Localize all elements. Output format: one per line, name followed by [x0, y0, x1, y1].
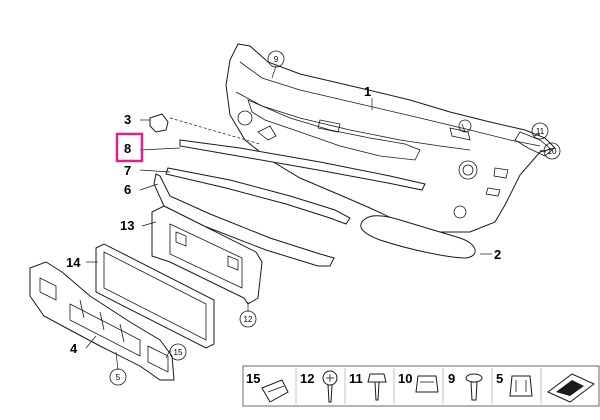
label-14: 14: [66, 255, 81, 270]
moulding-strip[interactable]: [179, 139, 426, 191]
callout-10: 10: [543, 142, 561, 160]
cable-clip-icon[interactable]: [261, 379, 289, 403]
svg-text:15: 15: [174, 348, 183, 357]
label-4: 4: [70, 341, 78, 356]
licence-plate-base[interactable]: [151, 205, 263, 305]
clip-nut-icon[interactable]: [415, 375, 439, 393]
hardware-label-15: 15: [246, 371, 260, 386]
svg-text:10: 10: [548, 147, 557, 156]
tow-hook-cover[interactable]: [149, 113, 169, 133]
hardware-strip: 15 12 11 10 9 5: [242, 365, 600, 407]
label-1: 1: [364, 84, 371, 99]
svg-text:9: 9: [274, 55, 279, 64]
svg-text:5: 5: [116, 373, 121, 382]
hardware-label-12: 12: [300, 371, 314, 386]
licence-plate-frame[interactable]: [95, 243, 215, 349]
selected-part-highlight: [115, 132, 144, 163]
hardware-label-10: 10: [398, 371, 412, 386]
bolt-icon[interactable]: [367, 373, 387, 401]
callout-15: 15: [169, 343, 187, 361]
callout-11: 11: [531, 122, 549, 140]
callout-5: 5: [109, 368, 127, 386]
label-3: 3: [124, 112, 131, 127]
svg-text:12: 12: [244, 315, 253, 324]
hardware-label-5: 5: [496, 371, 503, 386]
label-6: 6: [124, 182, 131, 197]
callout-12: 12: [239, 310, 257, 328]
hardware-label-11: 11: [349, 371, 363, 386]
label-8: 8: [124, 141, 131, 156]
callout-9: 9: [267, 50, 285, 68]
screw-icon[interactable]: [322, 370, 338, 403]
svg-text:11: 11: [536, 127, 545, 136]
rivet-icon[interactable]: [465, 373, 483, 401]
next-page-icon[interactable]: [547, 373, 595, 403]
label-7: 7: [124, 163, 131, 178]
label-2: 2: [494, 247, 501, 262]
moulding-trim[interactable]: [165, 167, 351, 225]
hardware-label-9: 9: [448, 371, 455, 386]
lower-grille[interactable]: [29, 261, 175, 381]
bumper-side-strip[interactable]: [360, 215, 476, 259]
bumper-cover[interactable]: [225, 43, 556, 233]
callout-9b: [458, 119, 472, 133]
expanding-clip-icon[interactable]: [509, 375, 533, 397]
label-13: 13: [120, 218, 134, 233]
